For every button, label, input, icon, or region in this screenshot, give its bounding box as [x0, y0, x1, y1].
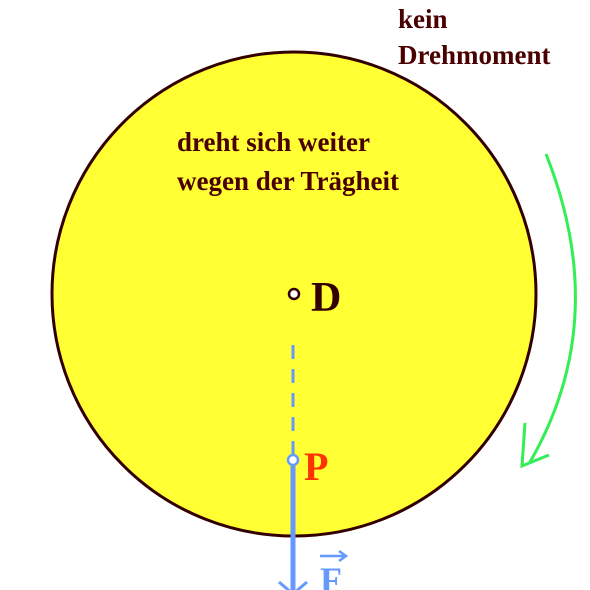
clockwise-arrowhead — [520, 422, 550, 469]
no-torque-label-line2: Drehmoment — [398, 40, 550, 70]
force-vector-arrowhead — [278, 580, 308, 590]
pivot-label: D — [311, 275, 341, 321]
point-label: P — [304, 444, 328, 489]
clockwise-arrow-icon — [528, 153, 577, 463]
force-vector-icon — [320, 549, 349, 563]
force-label: F — [320, 560, 342, 590]
inertia-label-line1: dreht sich weiter — [177, 127, 370, 157]
inertia-label-line2: wegen der Trägheit — [177, 166, 399, 196]
pivot-point — [287, 287, 301, 301]
no-torque-label-line1: kein — [398, 4, 448, 34]
force-application-point — [286, 453, 300, 467]
